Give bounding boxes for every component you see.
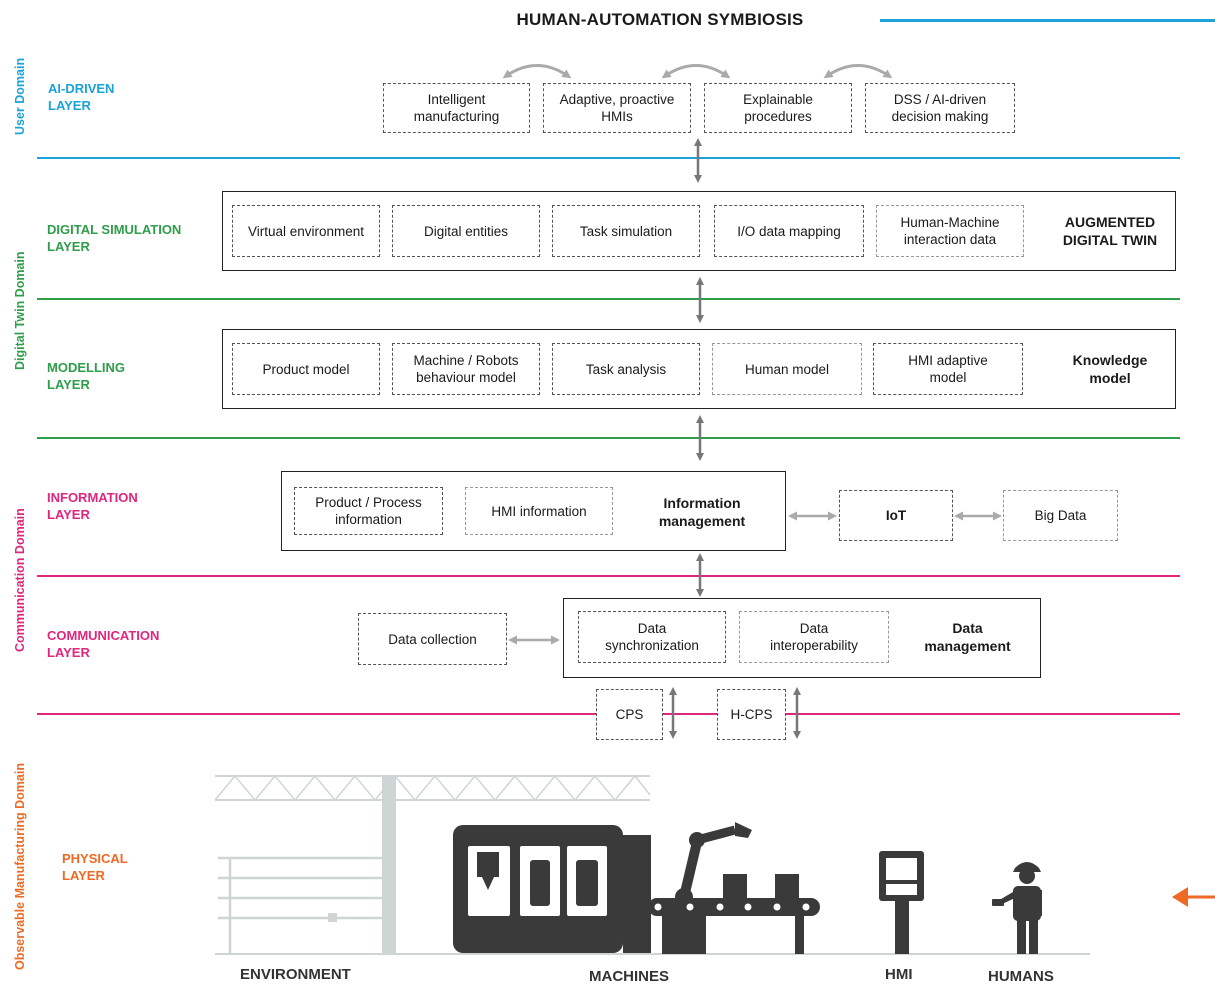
information-management-label: Information management (658, 495, 746, 529)
sim-box-hmi-interaction-data: Human-Machine interaction data (876, 205, 1024, 257)
model-box-hmi-adaptive: HMI adaptive model (873, 343, 1023, 395)
sim-box-text: Human-Machine interaction data (900, 215, 1000, 247)
ai-box-text: Explainable procedures (743, 92, 813, 124)
data-management-label: Data management (924, 620, 1011, 654)
model-box-machine-robots: Machine / Robots behaviour model (392, 343, 540, 395)
curved-arrow (823, 64, 893, 79)
sim-box-task-simulation: Task simulation (552, 205, 700, 257)
machines-label: MACHINES (589, 968, 670, 985)
info-box-product-process: Product / Process information (294, 487, 443, 535)
digital-simulation-layer-label: DIGITAL SIMULATION LAYER (47, 222, 182, 254)
big-data-text: Big Data (1034, 508, 1087, 523)
data-collection-text: Data collection (388, 631, 477, 647)
communication-layer-label: COMMUNICATION LAYER (47, 628, 160, 660)
separator-modelling (37, 437, 1180, 439)
separator-information (37, 575, 1180, 577)
ai-box-text: DSS / AI-driven decision making (891, 92, 989, 124)
hcps-text: H-CPS (730, 707, 773, 722)
environment-illustration (214, 774, 1090, 955)
augmented-digital-twin-label: AUGMENTED DIGITAL TWIN (1062, 214, 1158, 248)
model-box-human-model: Human model (712, 343, 862, 395)
model-box-task-analysis: Task analysis (552, 343, 700, 395)
title-accent-line (880, 19, 1215, 22)
hcps-box: H-CPS (717, 689, 786, 740)
modelling-layer-label: MODELLING LAYER (47, 360, 125, 392)
info-box-text: Product / Process information (315, 495, 422, 527)
iot-box: IoT (839, 490, 953, 541)
sim-box-digital-entities: Digital entities (392, 205, 540, 257)
knowledge-model-label: Knowledge model (1072, 352, 1148, 386)
cps-box: CPS (596, 689, 663, 740)
sim-box-text: Task simulation (579, 223, 673, 239)
data-collection-box: Data collection (358, 613, 507, 665)
model-box-text: Product model (262, 361, 350, 377)
model-box-text: Task analysis (585, 361, 667, 377)
info-box-hmi-information: HMI information (465, 487, 613, 535)
ai-box-text: Adaptive, proactive HMIs (559, 92, 675, 124)
ai-box-intelligent-manufacturing: Intelligent manufacturing (383, 83, 530, 133)
machines-illustration (453, 822, 820, 954)
iot-text: IoT (885, 508, 907, 523)
environment-label: ENVIRONMENT (240, 966, 351, 983)
curved-arrow (661, 64, 731, 79)
model-box-text: Human model (744, 361, 830, 377)
ai-layer-label: AI-DRIVEN LAYER (48, 81, 115, 113)
comm-box-data-synchronization: Data synchronization (578, 611, 726, 663)
comm-box-text: Data interoperability (770, 621, 858, 653)
sim-box-virtual-environment: Virtual environment (232, 205, 380, 257)
ai-box-text: Intelligent manufacturing (413, 92, 500, 124)
sim-box-text: Virtual environment (247, 223, 365, 239)
information-layer-label: INFORMATION LAYER (47, 490, 138, 522)
cps-text: CPS (615, 707, 644, 722)
physical-layer-label: PHYSICAL LAYER (62, 851, 128, 883)
curved-arrow (502, 64, 572, 79)
sim-box-io-data-mapping: I/O data mapping (714, 205, 864, 257)
ai-box-explainable-procedures: Explainable procedures (704, 83, 852, 133)
big-data-box: Big Data (1003, 490, 1118, 541)
separator-user (37, 157, 1180, 159)
sim-box-text: Digital entities (423, 223, 509, 239)
sim-box-text: I/O data mapping (737, 223, 841, 239)
ai-box-dss: DSS / AI-driven decision making (865, 83, 1015, 133)
separator-digital-sim (37, 298, 1180, 300)
hmi-illustration (879, 851, 924, 954)
comm-box-text: Data synchronization (605, 621, 699, 653)
model-box-product-model: Product model (232, 343, 380, 395)
orange-arrow-head (1172, 887, 1188, 907)
model-box-text: HMI adaptive model (908, 353, 988, 385)
humans-illustration (992, 862, 1042, 954)
model-box-text: Machine / Robots behaviour model (413, 353, 519, 385)
diagram-title: HUMAN-AUTOMATION SYMBIOSIS (516, 10, 804, 29)
comm-box-data-interoperability: Data interoperability (739, 611, 889, 663)
info-box-text: HMI information (491, 503, 587, 519)
humans-label: HUMANS (988, 968, 1054, 985)
ai-box-adaptive-hmis: Adaptive, proactive HMIs (543, 83, 691, 133)
hmi-label: HMI (885, 966, 913, 983)
